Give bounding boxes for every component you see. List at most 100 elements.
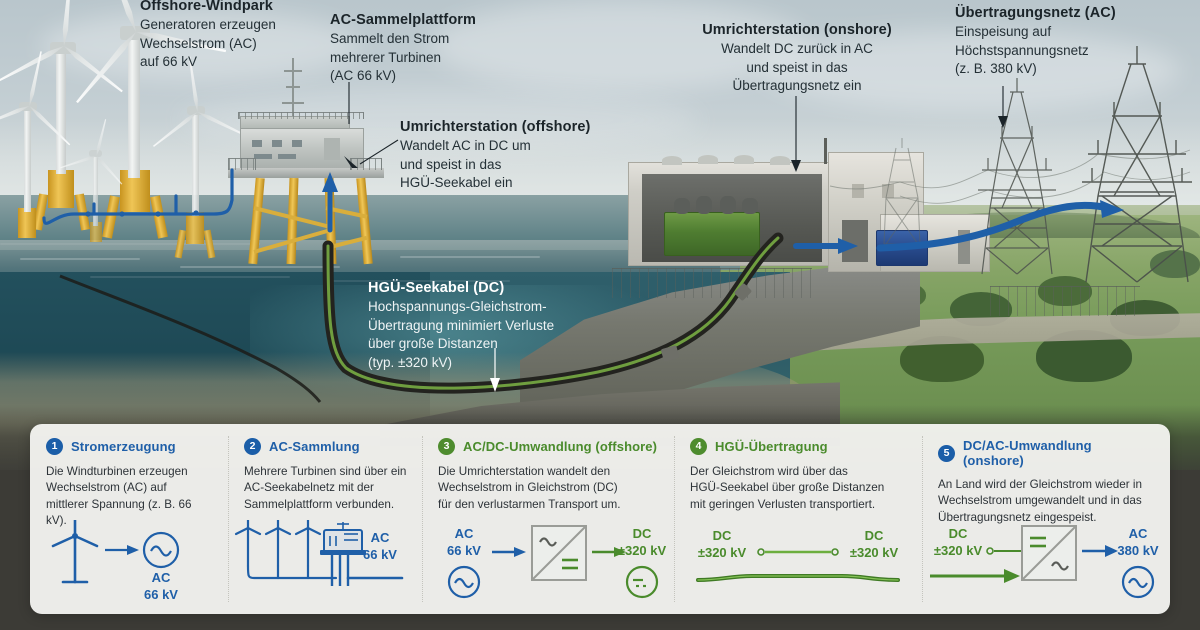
callout-line: Wandelt AC in DC um bbox=[400, 138, 531, 153]
transformer-unit bbox=[664, 212, 760, 256]
step-title: Stromerzeugung bbox=[71, 439, 176, 454]
step-header: 1 Stromerzeugung bbox=[46, 438, 214, 455]
callout-hgue-seekabel: HGÜ-Seekabel (DC) Hochspannungs-Gleichst… bbox=[368, 280, 554, 372]
callout-umrichterstation-offshore: Umrichterstation (offshore) Wandelt AC i… bbox=[400, 119, 590, 193]
step-5: 5 DC/AC-Umwandlung (onshore) An Land wir… bbox=[922, 424, 1170, 614]
step-body-line: Mehrere Turbinen sind über ein bbox=[244, 465, 407, 478]
callout-title: Offshore-Windpark bbox=[140, 0, 273, 14]
step-figure-turbine-to-ac: AC 66 kV bbox=[30, 520, 228, 606]
callout-title: HGÜ-Seekabel (DC) bbox=[368, 280, 505, 296]
wave bbox=[0, 243, 260, 245]
step-badge: 3 bbox=[438, 438, 455, 455]
figure-label: DC bbox=[713, 528, 732, 543]
step-3: 3 AC/DC-Umwandlung (offshore) Die Umrich… bbox=[422, 424, 674, 614]
step-body: Mehrere Turbinen sind über ein AC-Seekab… bbox=[244, 464, 408, 513]
step-header: 5 DC/AC-Umwandlung (onshore) bbox=[938, 438, 1156, 468]
callout-line: auf 66 kV bbox=[140, 54, 198, 69]
step-body: Der Gleichstrom wird über das HGÜ-Seekab… bbox=[690, 464, 908, 513]
callout-line: Wechselstrom (AC) bbox=[140, 35, 257, 51]
figure-sublabel: ±320 kV bbox=[850, 545, 899, 560]
callout-line: mehrerer Turbinen bbox=[330, 49, 442, 65]
figure-sublabel: 66 kV bbox=[447, 543, 481, 558]
steps-panel: 1 Stromerzeugung Die Windturbinen erzeug… bbox=[30, 424, 1170, 614]
callout-line: Generatoren erzeugen bbox=[140, 17, 276, 32]
figure-sublabel: 66 kV bbox=[144, 587, 178, 602]
wave bbox=[400, 256, 540, 258]
callout-ac-sammelplattform: AC-Sammelplattform Sammelt den Strom meh… bbox=[330, 12, 476, 86]
step-body-line: Übertragungsnetz eingespeist. bbox=[938, 510, 1097, 524]
figure-sublabel: 380 kV bbox=[1117, 543, 1159, 558]
callout-line: Wandelt DC zurück in AC bbox=[721, 41, 873, 56]
wave bbox=[180, 266, 340, 268]
figure-label: DC bbox=[633, 526, 652, 541]
step-figure-ac-to-dc: AC 66 kV DC ±320 kV bbox=[422, 520, 674, 606]
step-badge: 5 bbox=[938, 444, 955, 462]
step-body-line: Die Umrichterstation wandelt den bbox=[438, 465, 611, 478]
step-header: 4 HGÜ-Übertragung bbox=[690, 438, 908, 455]
cloud bbox=[760, 30, 1180, 110]
step-body-line: Wechselstrom umgewandelt und in das bbox=[938, 494, 1142, 508]
callout-title: Übertragungsnetz (AC) bbox=[955, 5, 1116, 21]
step-body-line: für den verlustarmen Transport um. bbox=[438, 497, 621, 511]
callout-title: AC-Sammelplattform bbox=[330, 12, 477, 28]
step-header: 2 AC-Sammlung bbox=[244, 438, 408, 455]
step-body-line: Sammelplattform verbunden. bbox=[244, 497, 395, 511]
step-title: HGÜ-Übertragung bbox=[715, 439, 828, 454]
step-body-line: Wechselstrom in Gleichstrom (DC) bbox=[438, 481, 618, 495]
callout-line: Sammelt den Strom bbox=[330, 31, 450, 46]
step-body: Die Windturbinen erzeugen Wechselstrom (… bbox=[46, 464, 214, 530]
step-figure-dc-cable-run: DC ±320 kV DC ±320 kV bbox=[674, 520, 922, 606]
callout-line: über große Distanzen bbox=[368, 336, 498, 351]
offshore-substation-platform bbox=[226, 58, 386, 270]
callout-line: und speist in das bbox=[400, 156, 502, 172]
step-body-line: AC-Seekabelnetz mit der bbox=[244, 481, 374, 495]
cloud bbox=[430, 0, 810, 90]
step-badge: 1 bbox=[46, 438, 63, 455]
step-body-line: Wechselstrom (AC) auf bbox=[46, 481, 167, 495]
figure-label: DC bbox=[949, 526, 968, 541]
figure-sublabel: ±320 kV bbox=[618, 543, 666, 558]
onshore-converter-station bbox=[628, 138, 1000, 280]
bush bbox=[1038, 276, 1092, 306]
transmission-pylon bbox=[1078, 46, 1196, 286]
step-4: 4 HGÜ-Übertragung Der Gleichstrom wird ü… bbox=[674, 424, 922, 614]
fence bbox=[990, 286, 1140, 316]
figure-label: AC bbox=[152, 570, 171, 585]
callout-line: (AC 66 kV) bbox=[330, 68, 397, 83]
callout-title: Umrichterstation (offshore) bbox=[400, 119, 591, 135]
callout-offshore-windpark: Offshore-Windpark Generatoren erzeugen W… bbox=[140, 0, 276, 72]
callout-line: HGÜ-Seekabel ein bbox=[400, 175, 513, 190]
callout-title: Umrichterstation (onshore) bbox=[702, 22, 892, 38]
step-body: Die Umrichterstation wandelt den Wechsel… bbox=[438, 464, 660, 513]
figure-sublabel: ±320 kV bbox=[934, 543, 983, 558]
step-body-line: Der Gleichstrom wird über das bbox=[690, 465, 848, 478]
wave bbox=[90, 276, 290, 278]
step-body-line: HGÜ-Seekabel über große Distanzen bbox=[690, 481, 885, 495]
step-1: 1 Stromerzeugung Die Windturbinen erzeug… bbox=[30, 424, 228, 614]
callout-line: (z. B. 380 kV) bbox=[955, 61, 1037, 76]
callout-line: (typ. ±320 kV) bbox=[368, 354, 452, 370]
figure-label: DC bbox=[865, 528, 884, 543]
callout-line: Höchstspannungsnetz bbox=[955, 42, 1089, 58]
step-badge: 2 bbox=[244, 438, 261, 455]
wave bbox=[20, 258, 140, 260]
callout-line: und speist in das bbox=[746, 59, 848, 75]
callout-line: Einspeisung auf bbox=[955, 24, 1052, 39]
step-body-line: mittlerer Spannung (z. B. 66 kV). bbox=[46, 497, 192, 528]
step-title: AC-Sammlung bbox=[269, 439, 360, 454]
transmission-pylon-distant bbox=[876, 138, 928, 248]
step-2: 2 AC-Sammlung Mehrere Turbinen sind über… bbox=[228, 424, 422, 614]
callout-line: Übertragung minimiert Verluste bbox=[368, 317, 555, 333]
step-body-line: mit geringen Verlusten transportiert. bbox=[690, 497, 876, 511]
step-figure-dc-to-ac: DC ±320 kV AC 380 kV bbox=[922, 520, 1170, 606]
step-body-line: Die Windturbinen erzeugen bbox=[46, 465, 188, 478]
step-title: DC/AC-Umwandlung (onshore) bbox=[963, 438, 1092, 468]
figure-sublabel: 66 kV bbox=[363, 547, 397, 562]
callout-line: Übertragungsnetz ein bbox=[732, 78, 862, 93]
step-body: An Land wird der Gleichstrom wieder in W… bbox=[938, 477, 1156, 526]
figure-label: AC bbox=[455, 526, 474, 541]
figure-sublabel: ±320 kV bbox=[698, 545, 747, 560]
step-figure-turbines-to-platform: AC 66 kV bbox=[228, 520, 422, 606]
figure-label: AC bbox=[371, 530, 390, 545]
